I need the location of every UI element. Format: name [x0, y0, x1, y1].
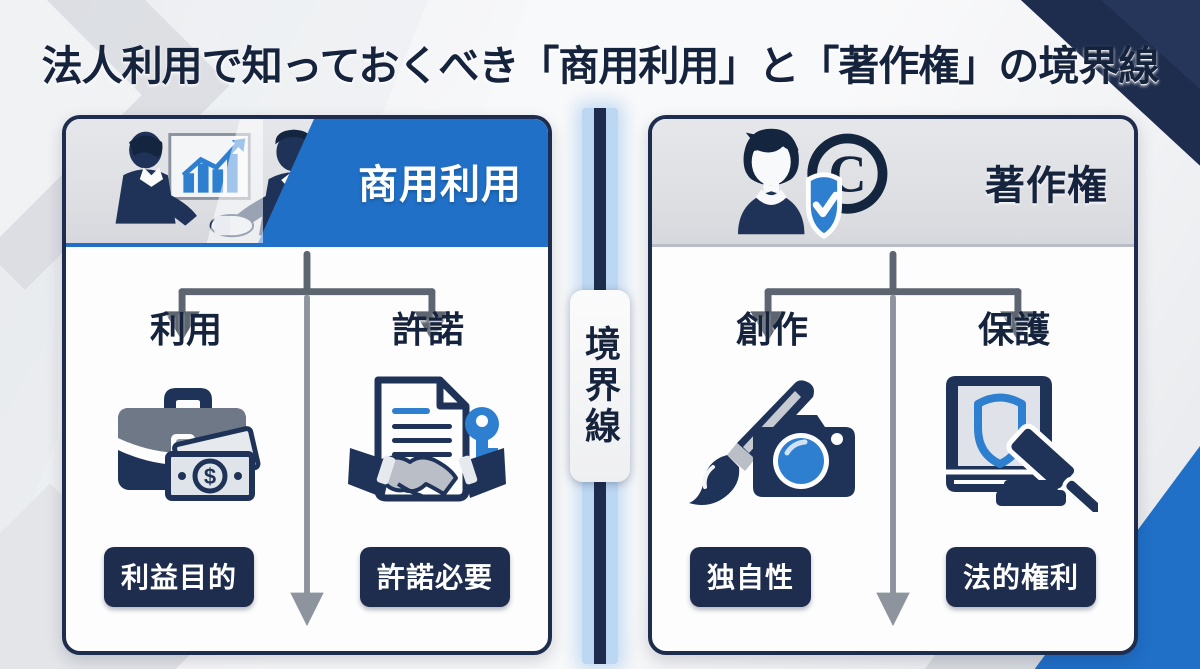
badge-originality: 独自性	[690, 547, 812, 607]
panel-title-commercial-use: 商用利用	[358, 163, 522, 207]
document-handshake-key-icon	[348, 376, 506, 502]
badge-permission-required: 許諾必要	[359, 547, 510, 607]
person-copyright-shield-icon: C	[738, 128, 888, 240]
icon-slot-paintbrush-camera	[677, 367, 867, 517]
panel-title-copyright: 著作権	[985, 163, 1108, 208]
page-title: 法人利用で知っておくべき「商用利用」と「著作権」の境界線	[41, 43, 1160, 89]
branch-label-use: 利用	[149, 309, 222, 350]
tree-connectors-copyright	[750, 250, 1036, 627]
commercial-use-banner	[258, 119, 548, 243]
arrow-head-right	[414, 311, 450, 341]
arrow-head-left	[750, 311, 786, 341]
branch-label-permission: 許諾	[391, 309, 464, 350]
arrow-head-right	[1000, 311, 1036, 341]
tree-connectors-commercial-use	[164, 250, 450, 627]
arrow-head-left	[164, 311, 200, 341]
badge-profit-purpose: 利益目的	[104, 547, 255, 607]
panel-header-copyright: C 著作権	[652, 119, 1134, 247]
banner-edge-highlight	[193, 119, 263, 243]
background-corner-top-right-accent	[1090, 0, 1200, 98]
panel-copyright: C 著作権 創作 保護	[648, 115, 1138, 655]
divider-label-text: 境界線	[580, 324, 621, 448]
badge-legal-rights: 法的権利	[945, 547, 1096, 607]
arrow-head-center	[876, 592, 910, 627]
branch-label-creation: 創作	[735, 309, 808, 350]
branch-label-protection: 保護	[977, 309, 1050, 350]
panel-commercial-use: 商用利用 利用 許諾 $	[62, 115, 552, 655]
icon-slot-briefcase-money: $	[91, 367, 281, 517]
briefcase-money-icon: $	[118, 388, 261, 501]
panel-header-commercial-use: 商用利用	[66, 119, 548, 247]
boundary-divider: 境界線	[570, 108, 630, 664]
svg-text:$: $	[204, 464, 216, 489]
icon-slot-lawbook-shield-gavel	[919, 367, 1109, 517]
divider-label-chip: 境界線	[570, 290, 630, 482]
icon-slot-document-handshake-key	[333, 367, 523, 517]
arrow-head-center	[290, 592, 324, 627]
lawbook-shield-gavel-icon	[946, 376, 1098, 512]
paintbrush-camera-icon	[689, 380, 855, 505]
